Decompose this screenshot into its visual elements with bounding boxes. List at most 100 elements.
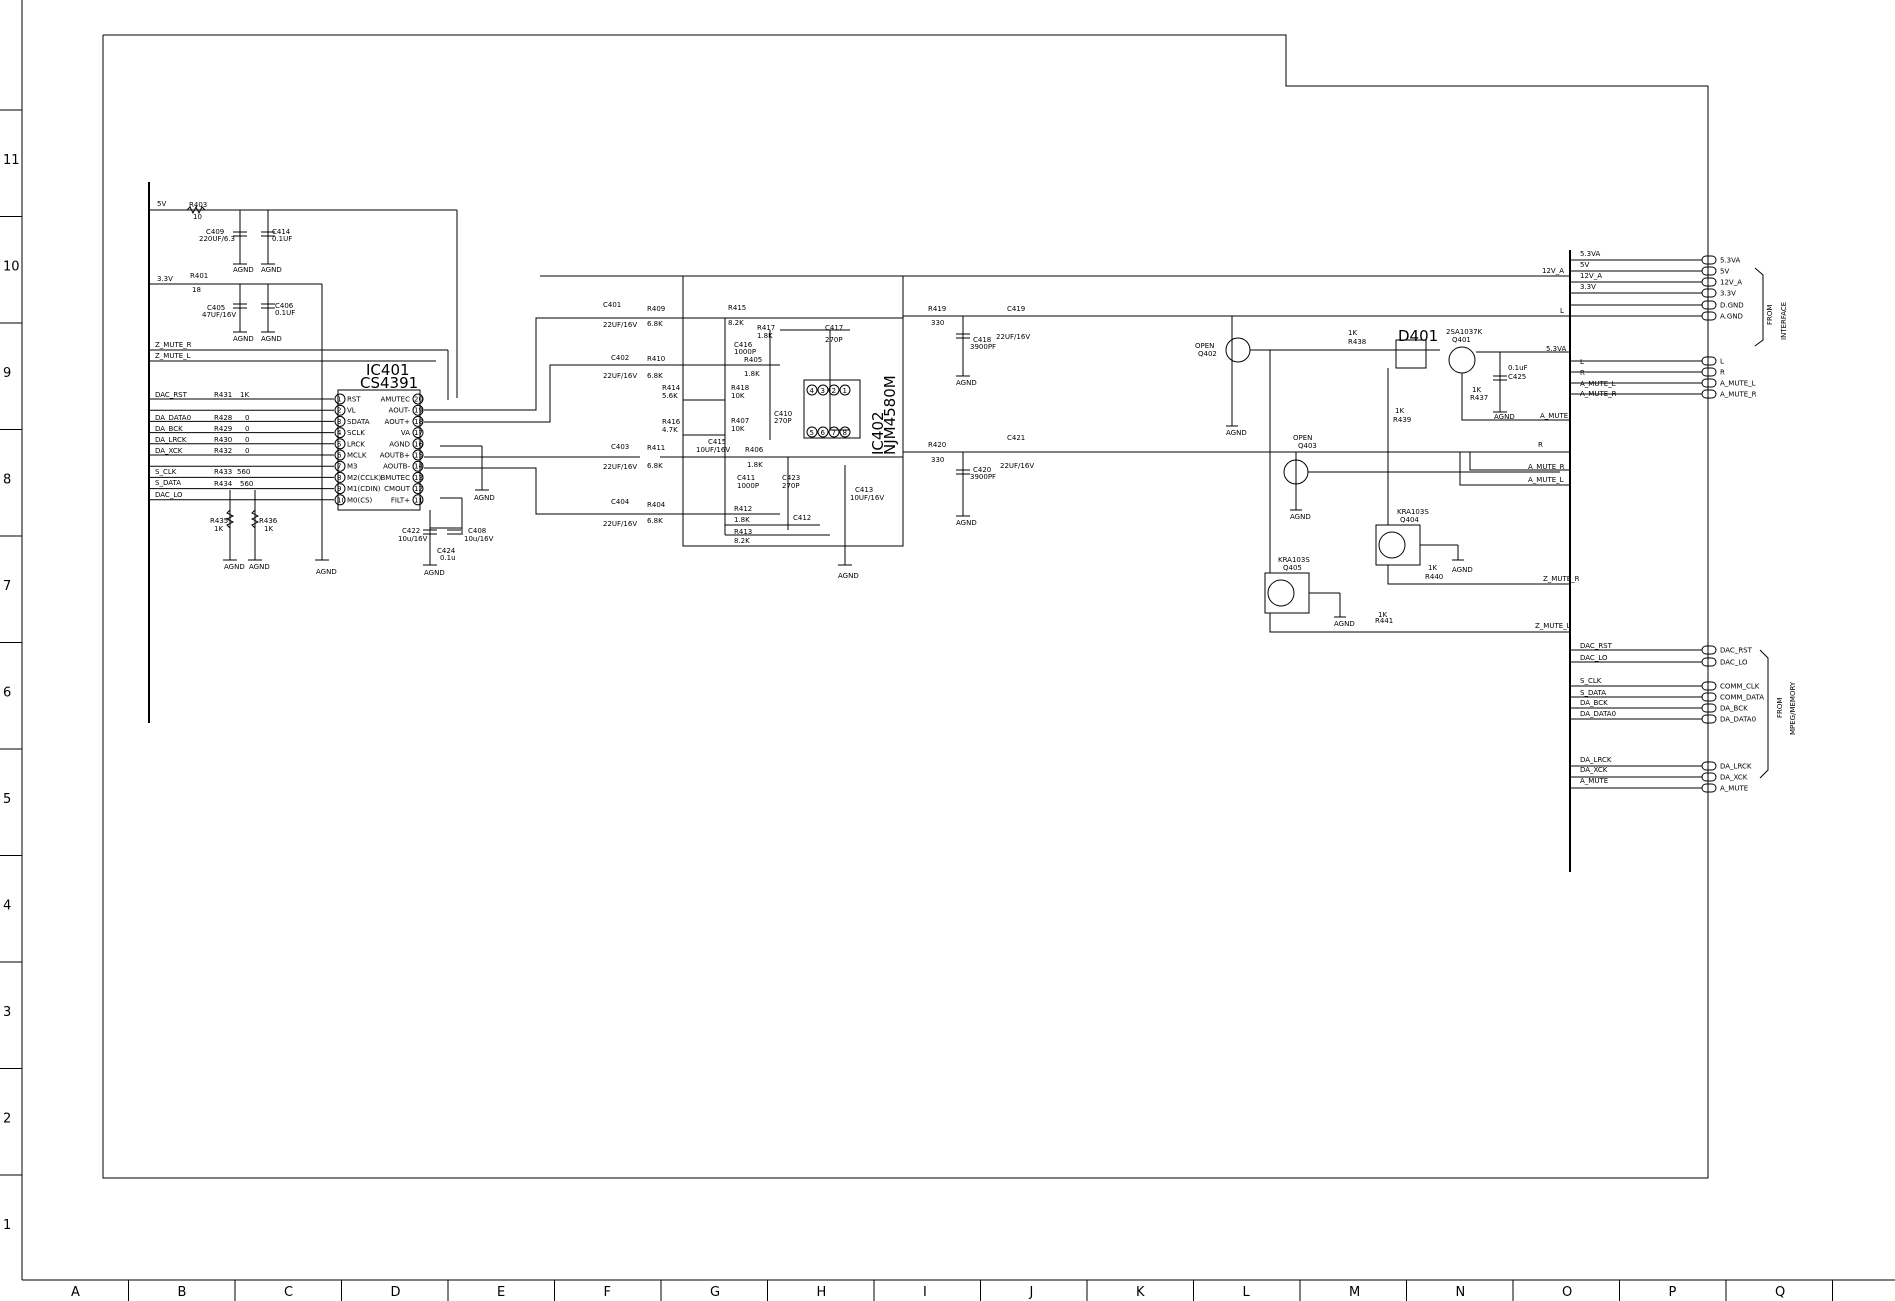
ic401-pin: [412, 483, 424, 495]
svg-text:C420: C420: [973, 466, 991, 474]
resistor-r403: [186, 205, 206, 215]
ic402-part: NJM4580M: [881, 375, 899, 455]
svg-text:AGND: AGND: [249, 563, 270, 571]
svg-text:12V_A: 12V_A: [1542, 267, 1564, 275]
svg-text:AGND: AGND: [1226, 429, 1247, 437]
connector-label: 3.3V: [1720, 290, 1736, 298]
svg-text:DAC_RST: DAC_RST: [155, 391, 188, 399]
svg-text:10K: 10K: [731, 392, 745, 400]
column-label: J: [1029, 1285, 1034, 1300]
svg-text:R441: R441: [1375, 617, 1393, 625]
svg-text:330: 330: [931, 319, 944, 327]
svg-text:6: 6: [337, 452, 342, 460]
svg-text:AGND: AGND: [956, 379, 977, 387]
ic401-pin: [334, 460, 346, 472]
svg-text:17: 17: [414, 429, 423, 437]
ic402-ref: IC402: [869, 411, 887, 455]
svg-text:4: 4: [337, 429, 342, 437]
power-3v3-section: 3.3V R401 18 C405 47UF/16V C406 0.1UF AG…: [149, 272, 337, 576]
svg-text:AGND: AGND: [261, 335, 282, 343]
column-label: A: [71, 1285, 80, 1300]
connector-label: A_MUTE_L: [1720, 380, 1756, 388]
ic401-pin: [334, 438, 346, 450]
connector-label: A.GND: [1720, 313, 1743, 321]
svg-text:R410: R410: [647, 355, 665, 363]
label-r401: R401: [190, 272, 208, 280]
svg-text:C401: C401: [603, 301, 621, 309]
svg-text:R438: R438: [1348, 338, 1366, 346]
column-label: H: [817, 1285, 827, 1300]
svg-text:C421: C421: [1007, 434, 1025, 442]
row-label: 7: [3, 579, 11, 594]
svg-text:2: 2: [832, 387, 836, 395]
ic401-pin: [412, 438, 424, 450]
svg-text:1.8K: 1.8K: [757, 332, 773, 340]
mpeg-connector: DAC_RSTDAC_LOCOMM_CLKCOMM_DATADA_BCKDA_D…: [1570, 645, 1797, 793]
svg-text:C418: C418: [973, 336, 991, 344]
ic401-pin: [334, 393, 346, 405]
svg-text:0: 0: [245, 436, 249, 444]
mute-transistors: OPEN Q402 AGND OPEN Q403 AGND 1K R438 D4…: [1195, 316, 1580, 633]
ic401-pin: [334, 483, 346, 495]
connector-pin: [1701, 692, 1717, 702]
connector-label: D.GND: [1720, 302, 1744, 310]
svg-text:DA_BCK: DA_BCK: [155, 425, 183, 433]
svg-text:R419: R419: [928, 305, 946, 313]
svg-text:13: 13: [414, 474, 423, 482]
ic401-filter-caps: C422 10u/16V C408 10u/16V C424 0.1u AGND…: [398, 445, 495, 577]
ic402-pin: [828, 384, 840, 396]
svg-text:0: 0: [245, 425, 249, 433]
ic401-pin-name: MCLK: [347, 452, 367, 460]
svg-text:10UF/16V: 10UF/16V: [850, 494, 884, 502]
ic401-pin-name: M2(CCLK): [347, 474, 381, 482]
connector-pin: [1701, 288, 1717, 298]
ic402-pin: [839, 384, 851, 396]
ic401-pin-name: AGND: [389, 440, 410, 448]
svg-text:L: L: [1560, 307, 1564, 315]
svg-text:R437: R437: [1470, 394, 1488, 402]
svg-text:2: 2: [337, 407, 341, 415]
ic401-pin: [412, 494, 424, 506]
column-label: D: [391, 1285, 401, 1300]
column-label: C: [284, 1285, 293, 1300]
svg-text:C424: C424: [437, 547, 456, 555]
svg-text:1: 1: [843, 387, 847, 395]
svg-text:Q401: Q401: [1452, 336, 1471, 344]
svg-text:FROM: FROM: [1776, 698, 1784, 718]
svg-text:R411: R411: [647, 444, 665, 452]
svg-text:6.8K: 6.8K: [647, 320, 663, 328]
column-label: N: [1456, 1285, 1466, 1300]
svg-text:OPEN: OPEN: [1195, 342, 1214, 350]
ic401-pin-name: SDATA: [347, 418, 370, 426]
ic401-pin-name: AOUTB+: [380, 452, 410, 460]
svg-text:22UF/16V: 22UF/16V: [603, 463, 637, 471]
svg-text:AGND: AGND: [233, 335, 254, 343]
ic401-pin: [334, 471, 346, 483]
svg-text:DA_LRCK: DA_LRCK: [1580, 756, 1612, 764]
connector-label: DA_LRCK: [1720, 763, 1752, 771]
svg-text:R433: R433: [214, 468, 232, 476]
svg-text:AGND: AGND: [1290, 513, 1311, 521]
d401-symbol: [1395, 339, 1427, 369]
svg-text:DAC_LO: DAC_LO: [1580, 654, 1608, 662]
svg-text:C415: C415: [708, 438, 726, 446]
mute-nets: Z_MUTE_R Z_MUTE_L: [149, 341, 449, 400]
svg-text:19: 19: [414, 407, 423, 415]
connector-pin: [1701, 645, 1717, 655]
ic401-pin-name: M1(CDIN): [347, 485, 381, 493]
svg-text:C410: C410: [774, 410, 792, 418]
svg-text:1K: 1K: [1395, 407, 1404, 415]
svg-text:AGND: AGND: [261, 266, 282, 274]
row-label: 6: [3, 686, 11, 701]
connector-label: DA_DATA0: [1720, 716, 1756, 724]
svg-text:11: 11: [414, 496, 423, 504]
svg-text:R415: R415: [728, 304, 746, 312]
connector-label: DA_XCK: [1720, 774, 1748, 782]
label-c405: C405: [207, 304, 225, 312]
svg-text:C403: C403: [611, 443, 629, 451]
svg-text:Z_MUTE_R: Z_MUTE_R: [1543, 575, 1580, 583]
svg-text:5V: 5V: [1580, 261, 1589, 269]
svg-text:R418: R418: [731, 384, 749, 392]
svg-text:22UF/16V: 22UF/16V: [603, 321, 637, 329]
